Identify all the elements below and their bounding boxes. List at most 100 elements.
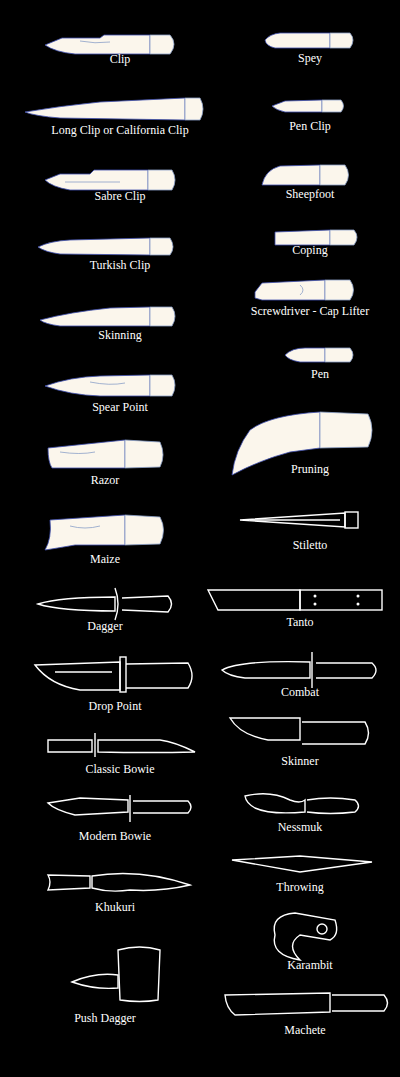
pen-knife-part <box>285 348 325 362</box>
combat-knife-part <box>316 663 376 678</box>
spear-point-knife-part <box>45 375 150 396</box>
blade-name: Sheepfoot <box>286 187 335 201</box>
clip-knife-part <box>80 41 110 43</box>
blade-name: Khukuri <box>95 900 135 914</box>
tanto-part <box>357 595 359 597</box>
blade-name: Skinning <box>98 328 141 342</box>
skinner <box>230 718 369 744</box>
blade-name: Karambit <box>287 958 332 972</box>
combat-knife-part <box>222 662 310 678</box>
combat-knife <box>222 652 376 688</box>
screwdriver-knife <box>255 280 354 300</box>
skinner-part <box>230 718 300 740</box>
dagger-part <box>38 597 115 611</box>
tanto-part <box>314 603 316 605</box>
clip-knife <box>45 35 174 54</box>
clip-knife-part <box>45 35 150 54</box>
blade-name: Razor <box>91 473 120 487</box>
blade-name: Coping <box>292 243 327 257</box>
blade-name: Nessmuk <box>278 820 323 834</box>
modern-bowie-part <box>133 801 191 813</box>
dagger <box>38 588 172 620</box>
nessmuk <box>245 794 359 814</box>
blade-name: Pen Clip <box>289 119 331 133</box>
blade-name: Clip <box>110 52 131 66</box>
long-clip-knife-part <box>25 98 185 120</box>
skinning-knife-part <box>150 307 175 326</box>
blade-name: Screwdriver - Cap Lifter <box>251 304 369 318</box>
blade-name: Skinner <box>281 754 318 768</box>
blade-name: Classic Bowie <box>86 762 155 776</box>
classic-bowie-part <box>48 740 92 752</box>
turkish-clip-knife-part <box>150 238 173 255</box>
spey-knife <box>265 33 353 48</box>
sabre-clip-knife-part <box>65 182 120 183</box>
blade-name: Spear Point <box>92 400 148 414</box>
throwing-knife <box>232 856 372 872</box>
push-dagger-part <box>72 974 118 988</box>
maize-knife-part <box>125 515 164 545</box>
blade-name: Maize <box>90 552 120 566</box>
dagger-part <box>122 596 172 612</box>
skinner-part <box>302 722 369 744</box>
razor-knife <box>48 440 163 468</box>
drop-point-part <box>35 662 120 690</box>
long-clip-knife-part <box>185 98 203 120</box>
tanto-part <box>357 603 359 605</box>
pruning-knife <box>232 412 372 475</box>
karambit <box>274 913 337 960</box>
classic-bowie-part <box>98 740 195 753</box>
modern-bowie-part <box>129 795 130 822</box>
machete <box>225 993 388 1015</box>
sheepfoot-knife <box>262 165 349 185</box>
pen-clip-knife-part <box>272 100 322 112</box>
spey-knife-part <box>330 33 353 48</box>
pen-knife-part <box>325 348 353 362</box>
push-dagger-part <box>118 947 160 1002</box>
spear-point-knife <box>45 375 175 396</box>
machete-part <box>332 995 388 1011</box>
drop-point-part <box>55 671 112 672</box>
pen-clip-knife <box>272 100 344 112</box>
spear-point-knife-part <box>150 375 175 396</box>
razor-knife-part <box>60 452 95 454</box>
maize-knife-part <box>70 526 100 528</box>
clip-knife-part <box>150 35 174 54</box>
blade-name: Machete <box>284 1023 325 1037</box>
blade-name: Pen <box>311 367 329 381</box>
spey-knife-part <box>265 33 330 48</box>
pen-knife <box>285 348 353 362</box>
coping-knife-part <box>330 230 357 245</box>
throwing-knife-part <box>232 856 372 872</box>
stiletto <box>240 512 358 528</box>
dagger-part <box>115 588 118 620</box>
blade-name: Push Dagger <box>74 1011 136 1025</box>
nessmuk-part <box>245 794 305 813</box>
razor-knife-part <box>125 440 163 468</box>
khukuri-part <box>48 875 90 890</box>
folding-blades <box>25 33 372 550</box>
nessmuk-part <box>307 798 359 814</box>
machete-part <box>225 993 330 1015</box>
screwdriver-knife-part <box>255 280 325 300</box>
combat-knife-part <box>311 652 312 688</box>
blade-name: Throwing <box>276 880 323 894</box>
skinning-knife <box>40 307 175 326</box>
push-dagger <box>72 947 160 1002</box>
tanto-part <box>300 590 382 610</box>
sabre-clip-knife <box>45 170 175 190</box>
modern-bowie <box>48 795 191 822</box>
sheepfoot-knife-part <box>262 165 320 185</box>
drop-point <box>35 657 192 692</box>
blade-name: Modern Bowie <box>79 829 151 843</box>
coping-knife-part <box>275 230 330 245</box>
pen-clip-knife-part <box>322 100 344 112</box>
skinning-knife-part <box>40 307 150 326</box>
modern-bowie-part <box>48 798 128 815</box>
tanto <box>208 590 382 610</box>
stiletto-part <box>240 513 345 527</box>
sheepfoot-knife-part <box>320 165 349 185</box>
